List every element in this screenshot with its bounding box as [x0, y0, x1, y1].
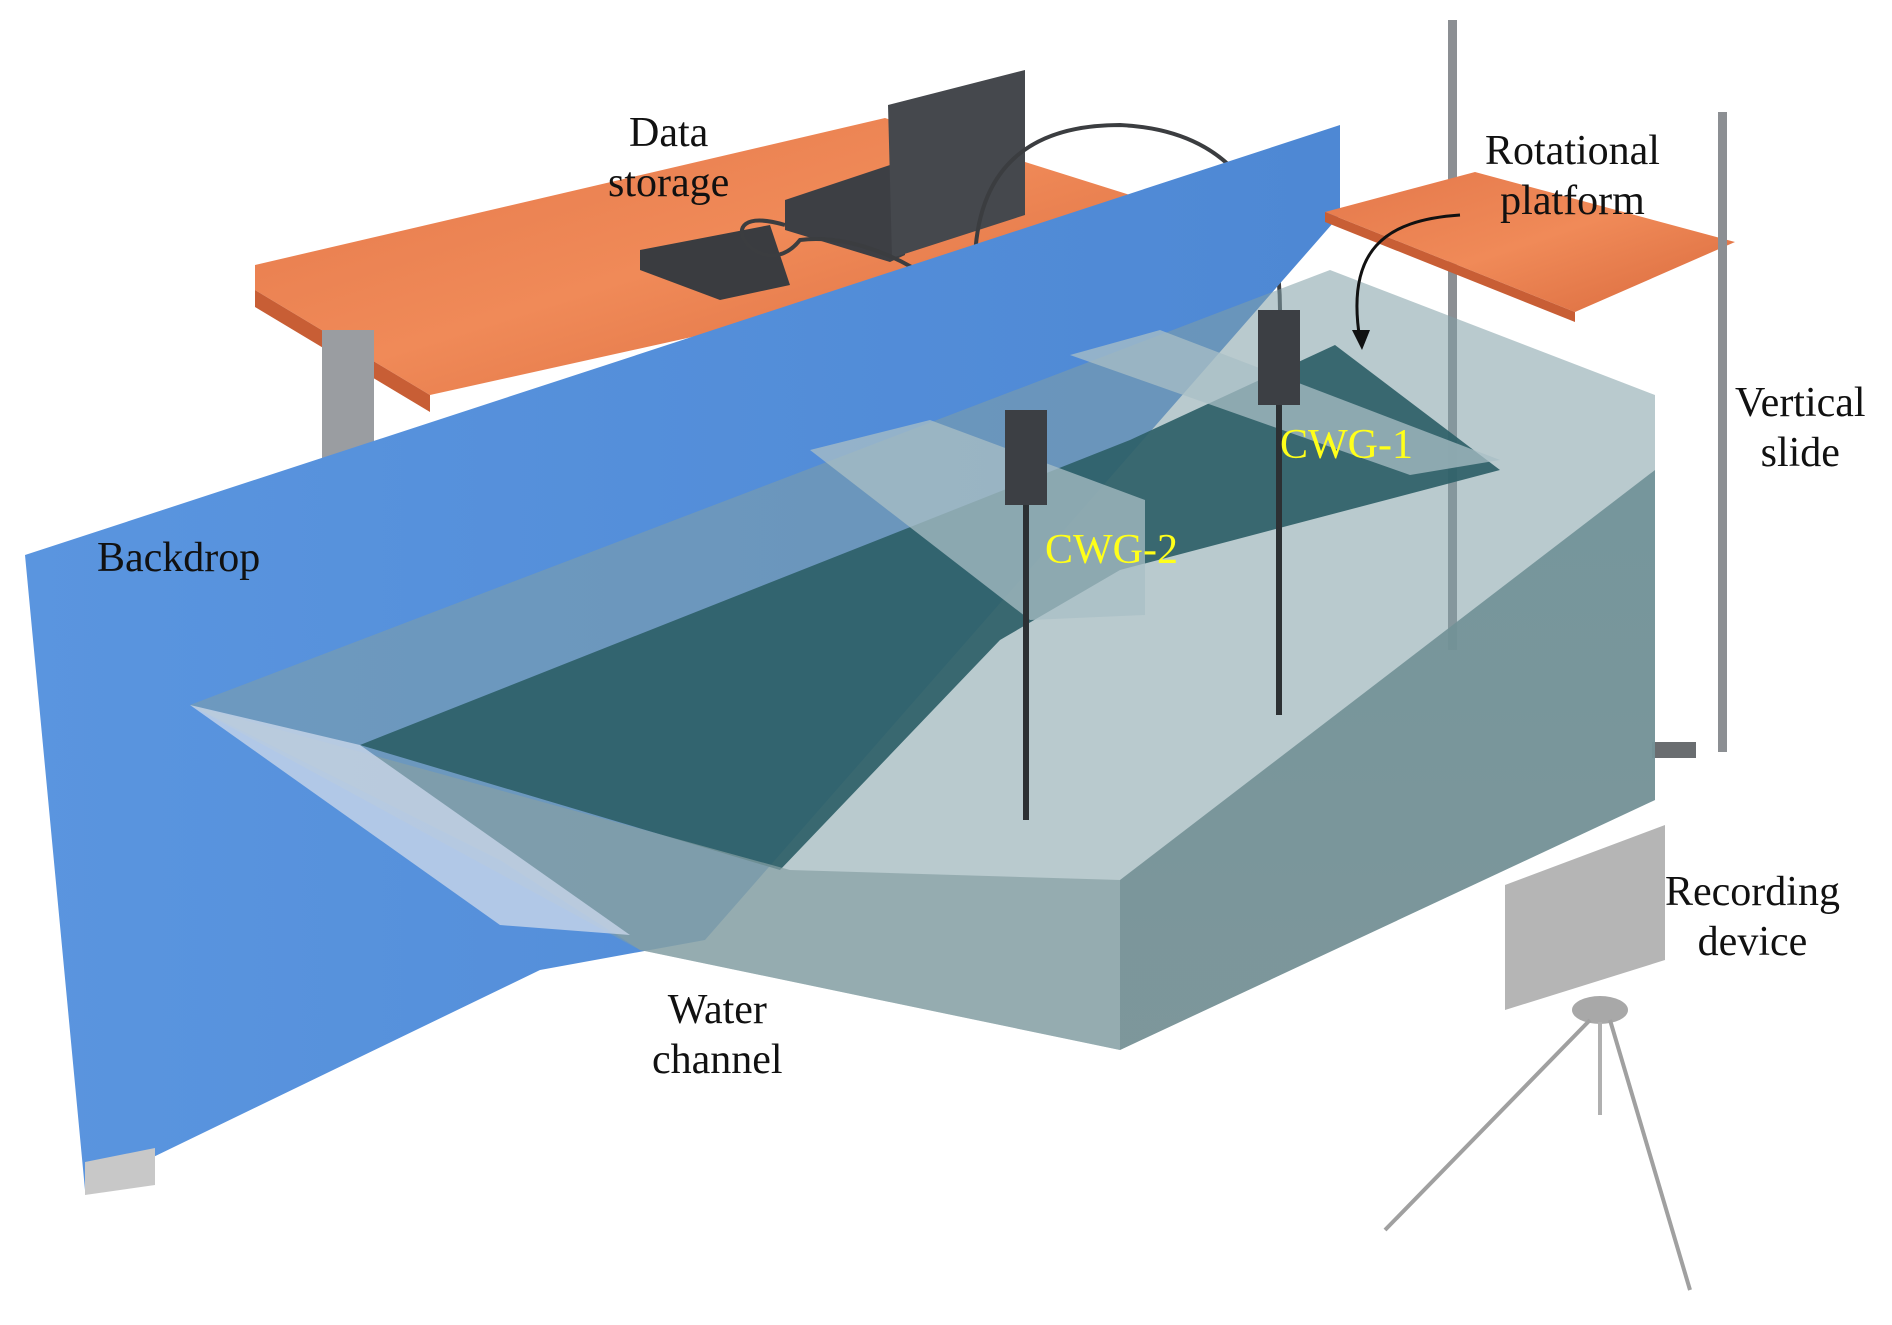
- label-vertical-slide-line1: Vertical: [1735, 380, 1866, 426]
- rotational-arrow: [1355, 213, 1461, 341]
- label-water-channel-line1: Water: [667, 987, 767, 1033]
- slide-rod-front: [1718, 112, 1727, 752]
- probe-cwg2-housing: [1005, 410, 1047, 505]
- label-water-channel: Water channel: [652, 985, 783, 1085]
- label-recording-device-line2: device: [1697, 919, 1808, 965]
- tripod-head: [1572, 996, 1628, 1024]
- label-backdrop: Backdrop: [97, 535, 261, 581]
- data-logger-box: [640, 225, 790, 300]
- camera-body: [1505, 825, 1665, 1010]
- backdrop-foot: [85, 1148, 155, 1195]
- probe-cwg2-rod: [1023, 505, 1029, 820]
- rotational-arrow-head: [1352, 330, 1370, 350]
- label-vertical-slide-line2: slide: [1760, 430, 1840, 476]
- recording-device: [1383, 825, 1692, 1291]
- platform-top: [1325, 172, 1735, 312]
- tripod-leg-right: [1608, 1019, 1692, 1291]
- label-data-storage: Data storage: [608, 108, 729, 208]
- label-water-channel-line2: channel: [652, 1037, 783, 1083]
- tripod-leg-left: [1383, 1018, 1592, 1232]
- label-data-storage-line2: storage: [608, 160, 730, 206]
- probe-cwg1-rod: [1276, 405, 1282, 715]
- rail-cwg2: [810, 420, 1145, 620]
- water-surface: [360, 345, 1500, 870]
- label-vertical-slide: Vertical slide: [1735, 378, 1866, 478]
- label-data-storage-line1: Data: [629, 110, 709, 156]
- label-recording-device-line1: Recording: [1665, 869, 1840, 915]
- laptop: [640, 70, 1025, 300]
- tank-side-wedge: [190, 705, 630, 935]
- laptop-base: [785, 160, 905, 262]
- water-channel: [190, 270, 1655, 1050]
- label-recording-device: Recording device: [1665, 867, 1840, 967]
- label-cwg2: CWG-2: [1045, 527, 1178, 573]
- label-rotational-platform: Rotational platform: [1485, 126, 1660, 226]
- label-rotational-platform-line2: platform: [1500, 178, 1645, 224]
- probe-cwg1-housing: [1258, 310, 1300, 405]
- slide-base: [1652, 742, 1696, 758]
- label-cwg1: CWG-1: [1280, 422, 1413, 468]
- platform-edge: [1325, 212, 1575, 322]
- tank-front-wall: [1120, 470, 1655, 1050]
- label-rotational-platform-line1: Rotational: [1485, 128, 1660, 174]
- laptop-screen: [888, 70, 1025, 258]
- probes: [1005, 310, 1300, 820]
